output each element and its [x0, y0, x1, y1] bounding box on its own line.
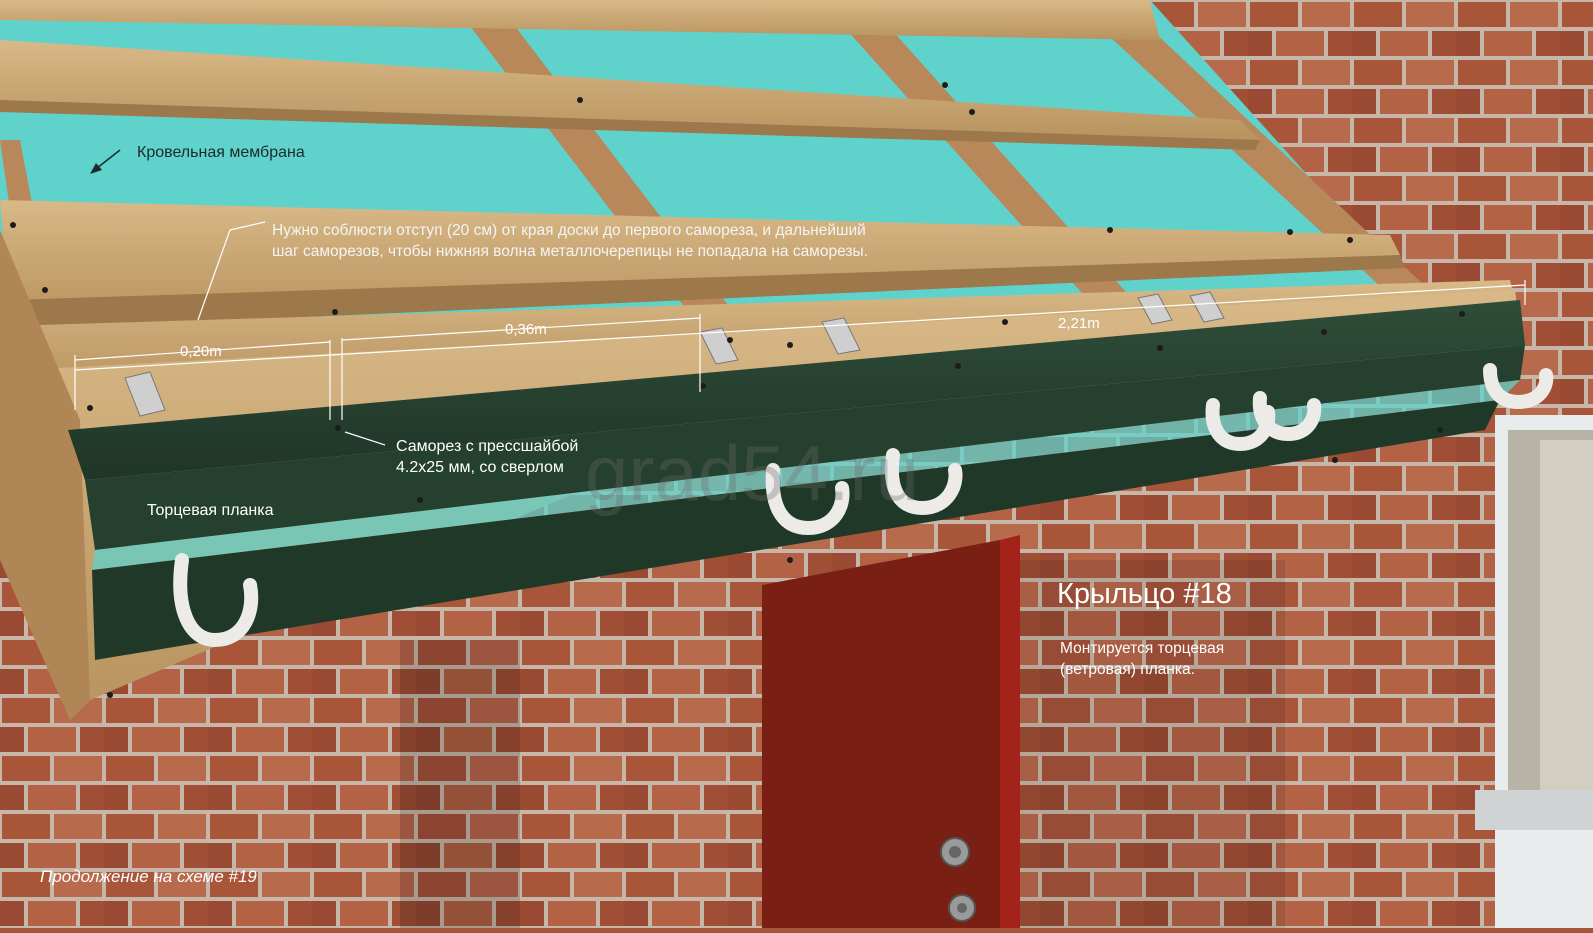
diagram-subtitle: Монтируется торцевая (ветровая) планка. — [1060, 638, 1260, 680]
door — [762, 535, 1020, 928]
diagram-title: Крыльцо #18 — [1057, 578, 1232, 610]
dim-label-3: 2,21m — [1058, 315, 1100, 332]
gable-board — [0, 230, 90, 720]
gutter-brackets — [173, 363, 1554, 648]
watermark: grad54.ru — [585, 429, 919, 517]
screws — [10, 82, 1465, 698]
end-plank-label: Торцевая планка — [147, 502, 274, 519]
membrane-arrow-icon — [90, 149, 121, 174]
subtitle-line2: (ветровая) планка. — [1060, 661, 1195, 678]
screw-note-line2: 4.2x25 мм, со сверлом — [396, 459, 564, 476]
window — [1475, 415, 1593, 928]
fascia-board — [20, 290, 1520, 720]
brick-pillar-shadow — [400, 640, 520, 928]
continuation-note: Продолжение на схеме #19 — [40, 867, 257, 886]
screw-note-line1: Саморез с прессшайбой — [396, 438, 579, 455]
dimension-lines — [74, 280, 1526, 420]
leader-lines — [197, 221, 386, 446]
subtitle-line1: Монтируется торцевая — [1060, 640, 1225, 657]
brick-column-shadow — [1005, 560, 1285, 928]
dim-label-1: 0,20m — [180, 343, 222, 360]
offset-note-line2: шаг саморезов, чтобы нижняя волна металл… — [272, 243, 868, 260]
offset-note-line1: Нужно соблюсти отступ (20 см) от края до… — [272, 222, 866, 239]
offset-note: Нужно соблюсти отступ (20 см) от края до… — [272, 220, 992, 262]
metal-straps — [124, 291, 1225, 417]
dim-label-2: 0,36m — [505, 321, 547, 338]
membrane-label: Кровельная мембрана — [137, 144, 305, 161]
screw-note: Саморез с прессшайбой 4.2x25 мм, со свер… — [396, 436, 616, 478]
